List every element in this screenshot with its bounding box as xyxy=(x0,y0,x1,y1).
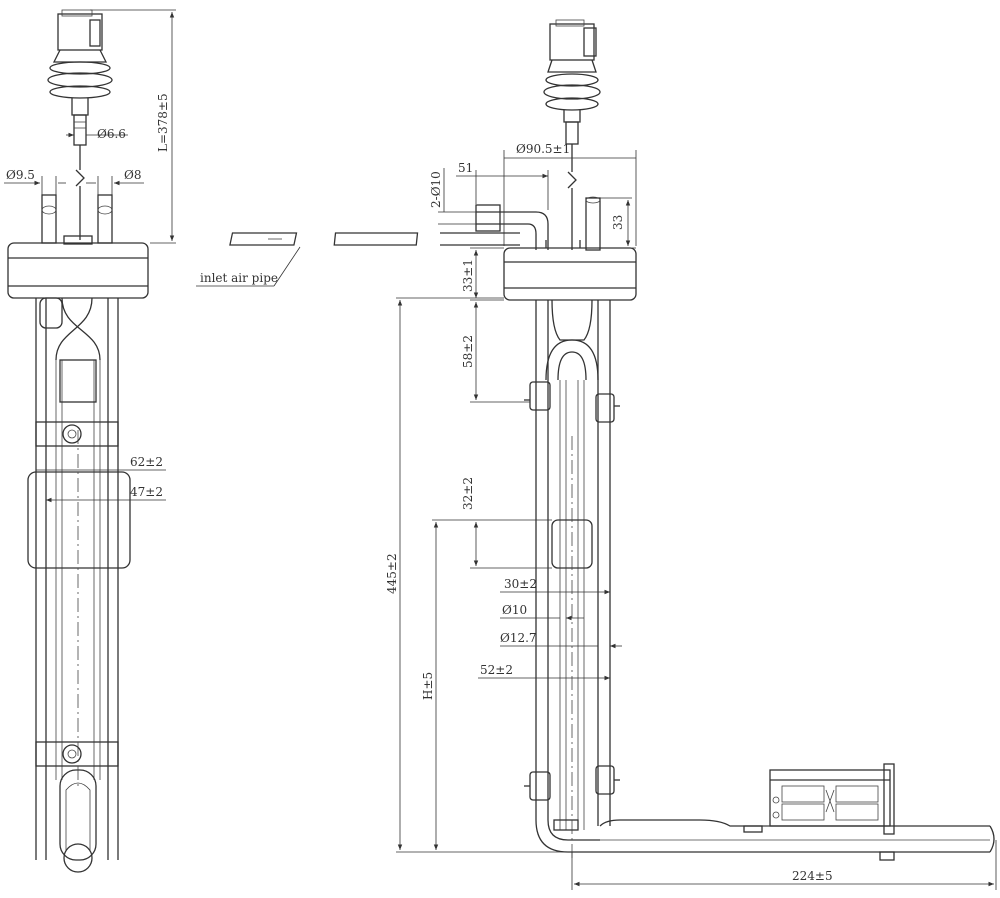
dim-w224: 224±5 xyxy=(792,869,833,883)
left-view xyxy=(7,9,149,873)
dim-d10: Ø10 xyxy=(502,603,527,617)
connector-left xyxy=(47,9,113,146)
dim-d8: Ø8 xyxy=(124,168,141,182)
dim-w47: 47±2 xyxy=(130,485,163,499)
right-view xyxy=(475,19,995,861)
dim-w62: 62±2 xyxy=(130,455,163,469)
dim-w30: 30±2 xyxy=(504,577,537,591)
dim-w52: 52±2 xyxy=(480,663,513,677)
dim-d2x10: 2-Ø10 xyxy=(429,171,443,208)
dim-h33a: 33 xyxy=(611,215,625,230)
flange-right xyxy=(503,240,637,301)
dim-d95: Ø9.5 xyxy=(6,168,35,182)
dim-h: H±5 xyxy=(421,672,435,700)
dim-length: L=378±5 xyxy=(156,93,170,152)
left-dimensions: L=378±5 Ø6.6 Ø9.5 Ø8 62±2 47±2 xyxy=(4,9,176,503)
dim-h33b: 33±1 xyxy=(461,259,475,292)
connector-right xyxy=(543,19,601,145)
dim-d905: Ø90.5±1 xyxy=(516,142,570,156)
tube-body-right xyxy=(524,299,995,853)
dim-h58: 58±2 xyxy=(461,335,475,368)
dim-d127: Ø12.7 xyxy=(500,631,537,645)
dim-w51: 51 xyxy=(458,161,473,175)
inlet-air-pipe: inlet air pipe xyxy=(196,232,520,287)
flange-left xyxy=(7,242,149,299)
filter-sock xyxy=(743,763,895,861)
dim-h32: 32±2 xyxy=(461,477,475,510)
tube-body-left xyxy=(27,297,131,873)
right-dimensions: Ø90.5±1 51 2-Ø10 33 33±1 58±2 32±2 30±2 xyxy=(385,142,997,890)
dim-d66: Ø6.6 xyxy=(97,127,126,141)
dim-h445: 445±2 xyxy=(385,553,399,594)
inlet-air-pipe-label: inlet air pipe xyxy=(200,271,278,285)
